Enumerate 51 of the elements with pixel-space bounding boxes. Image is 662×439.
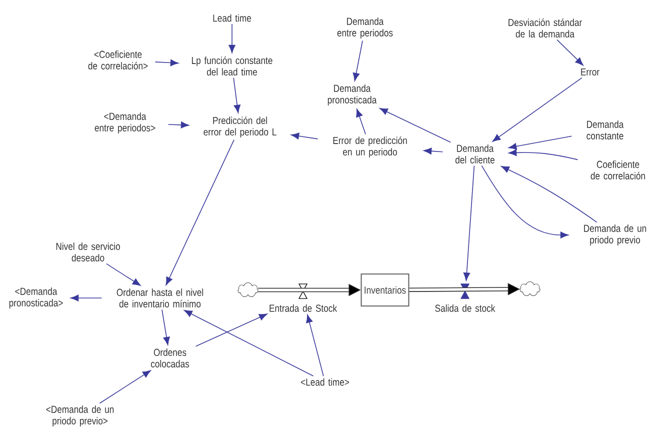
flow-valve: Salida de stock: [435, 284, 496, 312]
arrow: [306, 314, 324, 376]
arrow: [184, 310, 314, 376]
arrow: [106, 263, 141, 286]
arrow: [508, 149, 578, 160]
arrow: [228, 24, 236, 54]
variable-label: Predicción del error del periodo L: [204, 116, 276, 138]
variable-label: Demanda de un priodo previo: [584, 224, 646, 246]
arrow: [154, 59, 179, 66]
variable-label: <Lead time>: [300, 378, 349, 386]
variable-label: Ordenar hasta el nivel de inventario mínimo: [116, 288, 204, 308]
variable-label: Lead time: [213, 14, 252, 22]
arrow: [423, 148, 444, 154]
variable-label: Error de predicción en un periodo: [333, 136, 407, 158]
cloud-symbol: [238, 282, 258, 297]
variable-label: Demanda pronosticada: [328, 84, 377, 106]
variable-label: <Demanda pronosticada>: [9, 288, 63, 308]
arrow: [70, 294, 102, 302]
arrow: [481, 165, 569, 238]
node-label: Salida de stock: [435, 304, 496, 312]
variable-label: Ordenes colocadas: [151, 348, 190, 368]
variable-label: <Demanda entre periodos>: [94, 112, 156, 134]
cloud-symbol: [520, 281, 540, 296]
arrow: [380, 108, 451, 143]
arrow: [501, 166, 598, 223]
arrow: [168, 122, 190, 128]
variable-label: Error: [581, 68, 600, 76]
arrow: [556, 39, 584, 66]
arrow: [195, 314, 268, 347]
node-label: Entrada de Stock: [270, 304, 338, 312]
variable-label: Coeficiente de correlación: [590, 160, 645, 180]
arrow: [233, 77, 240, 114]
flow-valve: Entrada de Stock: [270, 284, 338, 312]
variable-label: Nivel de servicio deseado: [56, 242, 120, 262]
arrow: [463, 165, 475, 281]
arrow: [352, 40, 363, 82]
variable-label: Demanda del cliente: [455, 144, 494, 164]
arrow: [166, 139, 234, 286]
arrow: [492, 77, 582, 142]
arrow: [162, 309, 170, 346]
variable-label: <Demanda de un priodo previo>: [46, 406, 114, 426]
variable-label: Desviación stándar de la demanda: [508, 18, 582, 38]
arrow: [99, 370, 151, 404]
stock-box: Inventarios: [360, 273, 410, 307]
arrow: [508, 136, 572, 150]
variable-label: <Coeficiente de correlación>: [88, 50, 148, 70]
arrow: [356, 108, 366, 135]
arrow: [290, 132, 318, 140]
variable-label: Demanda entre periodos: [337, 18, 393, 38]
variable-label: Lp función constante del lead time: [192, 56, 272, 76]
variable-label: Demanda constante: [586, 120, 624, 140]
